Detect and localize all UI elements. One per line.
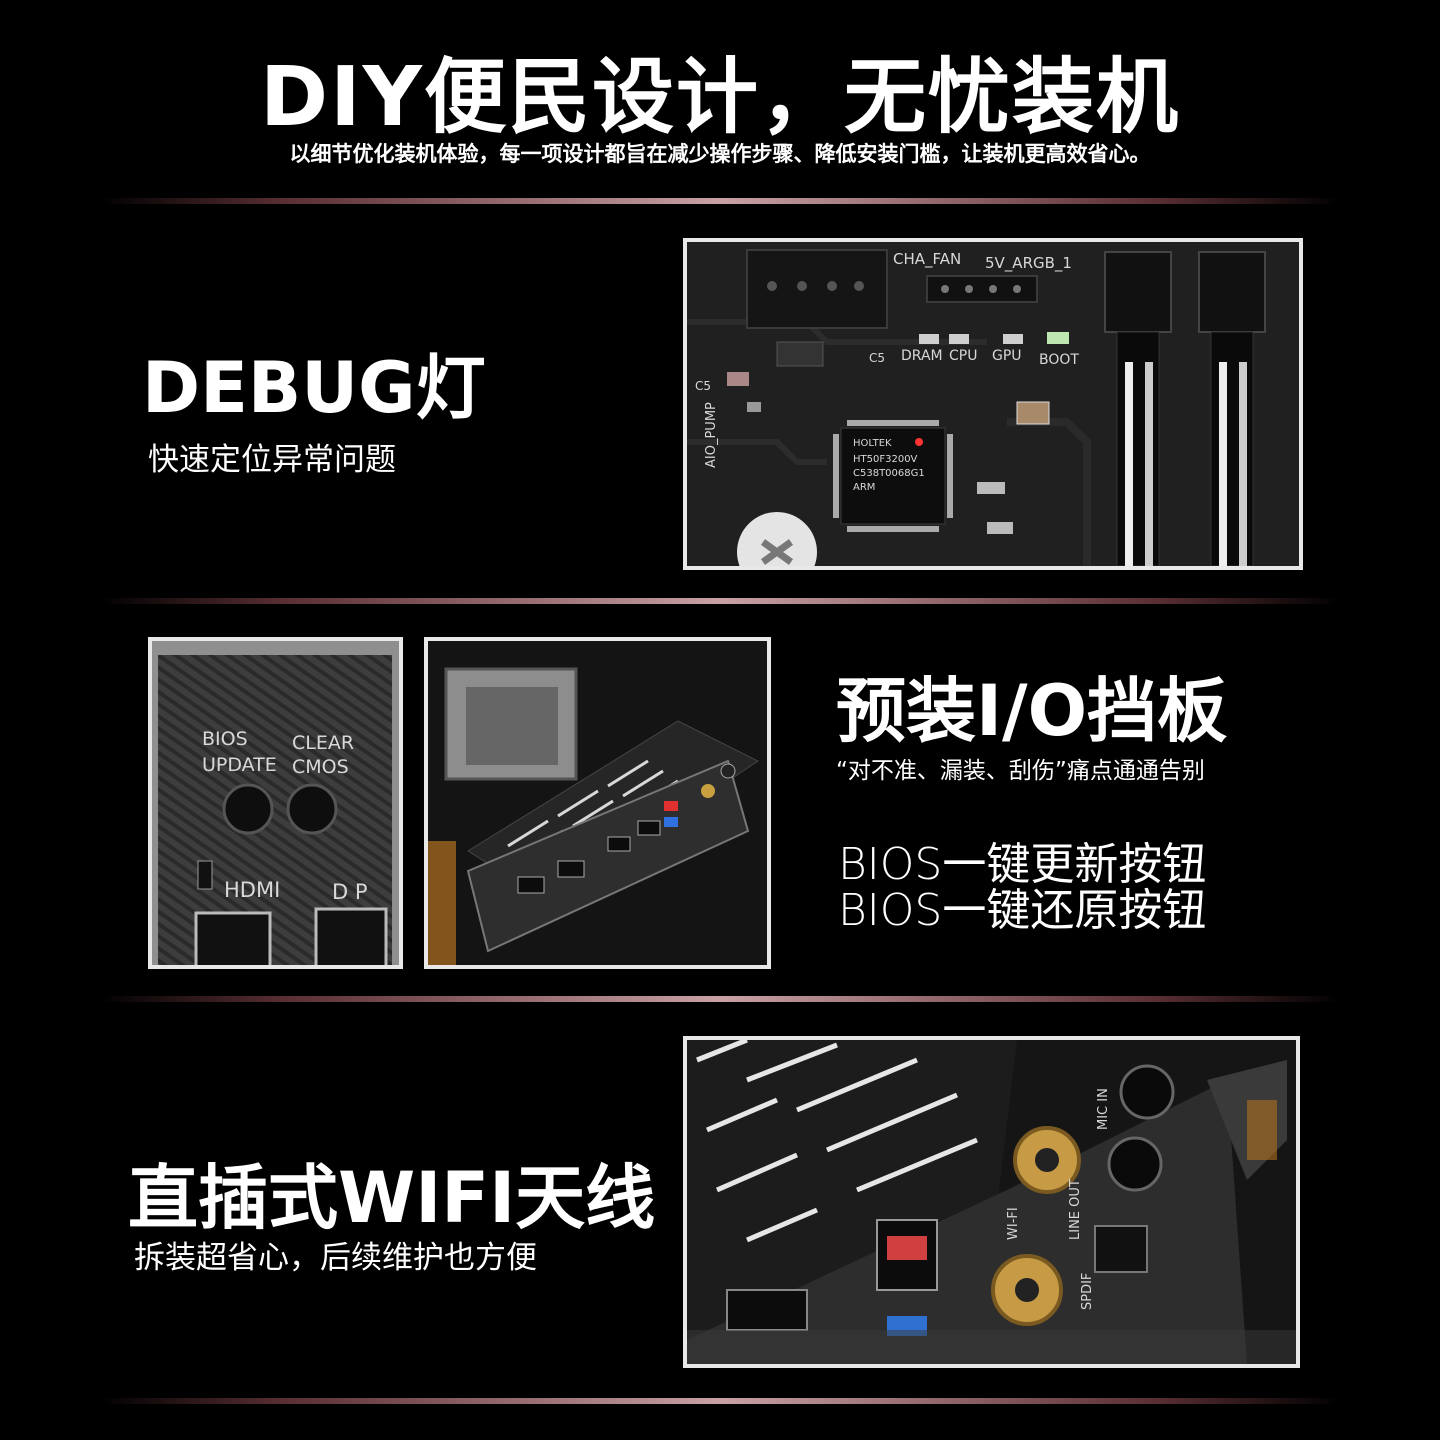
wifi-title: 直插式WIFI天线 bbox=[128, 1157, 656, 1239]
label-boot: BOOT bbox=[1039, 352, 1079, 368]
page-title: DIY便民设计，无忧装机 bbox=[260, 50, 1180, 145]
label-wifi: WI-FI bbox=[1006, 1207, 1021, 1240]
label-hdmi: HDMI bbox=[224, 878, 280, 902]
label-line-out: LINE OUT bbox=[1068, 1179, 1083, 1240]
line-out-jack bbox=[1107, 1136, 1163, 1192]
label-mic-in: MIC IN bbox=[1096, 1088, 1111, 1130]
spdif-port bbox=[1094, 1225, 1148, 1273]
label-cmos: CMOS bbox=[292, 756, 349, 778]
hdmi-port bbox=[194, 911, 272, 965]
mic-in-jack bbox=[1119, 1064, 1175, 1120]
debug-title: DEBUG灯 bbox=[142, 347, 486, 429]
bios-buttons-photo: BIOS UPDATE CLEAR CMOS HDMI D P bbox=[148, 637, 403, 969]
label-cpu: CPU bbox=[949, 348, 977, 364]
io-desc: “对不准、漏装、刮伤”痛点通通告别 bbox=[836, 758, 1205, 784]
chip-line-2: HT50F3200V bbox=[853, 454, 918, 465]
wifi-antenna-photo: WI-FI LINE OUT MIC IN SPDIF bbox=[683, 1036, 1300, 1368]
bios-restore-feature: BIOS一键还原按钮 bbox=[838, 885, 1207, 936]
label-dp: D P bbox=[332, 880, 368, 904]
divider-2 bbox=[100, 598, 1340, 604]
bios-update-button bbox=[222, 783, 274, 835]
label-bios: BIOS bbox=[202, 728, 248, 750]
page-subtitle: 以细节优化装机体验，每一项设计都旨在减少操作步骤、降低安装门槛，让装机更高效省心… bbox=[289, 142, 1151, 166]
io-shield-photo bbox=[424, 637, 771, 969]
label-c5-b: C5 bbox=[869, 351, 885, 365]
dimm-slots bbox=[1104, 251, 1266, 566]
label-c5-a: C5 bbox=[695, 379, 711, 393]
debug-led-photo: CHA_FAN 5V_ARGB_1 DRAM CPU GPU BOOT AIO_… bbox=[683, 238, 1303, 570]
divider-1 bbox=[100, 198, 1340, 204]
label-spdif: SPDIF bbox=[1080, 1273, 1095, 1310]
chip-line-3: C538T0068G1 bbox=[853, 468, 925, 479]
label-clear: CLEAR bbox=[292, 732, 354, 754]
debug-led-red bbox=[915, 438, 923, 446]
label-argb: 5V_ARGB_1 bbox=[985, 254, 1072, 273]
chip-line-4: ARM bbox=[853, 482, 875, 493]
label-dram: DRAM bbox=[901, 348, 943, 364]
label-aio-pump: AIO_PUMP bbox=[704, 402, 719, 468]
bios-update-feature: BIOS一键更新按钮 bbox=[838, 839, 1207, 890]
clear-cmos-button bbox=[286, 783, 338, 835]
label-cha-fan: CHA_FAN bbox=[893, 250, 961, 269]
label-gpu: GPU bbox=[992, 348, 1022, 364]
debug-desc: 快速定位异常问题 bbox=[148, 442, 396, 478]
io-title: 预装I/O挡板 bbox=[836, 670, 1228, 752]
wifi-desc: 拆装超省心，后续维护也方便 bbox=[134, 1240, 537, 1276]
label-update: UPDATE bbox=[202, 754, 277, 776]
dp-port bbox=[314, 907, 388, 965]
divider-4 bbox=[100, 1398, 1340, 1404]
chip-line-1: HOLTEK bbox=[853, 438, 892, 449]
usb-port bbox=[726, 1289, 808, 1331]
divider-3 bbox=[100, 996, 1340, 1002]
